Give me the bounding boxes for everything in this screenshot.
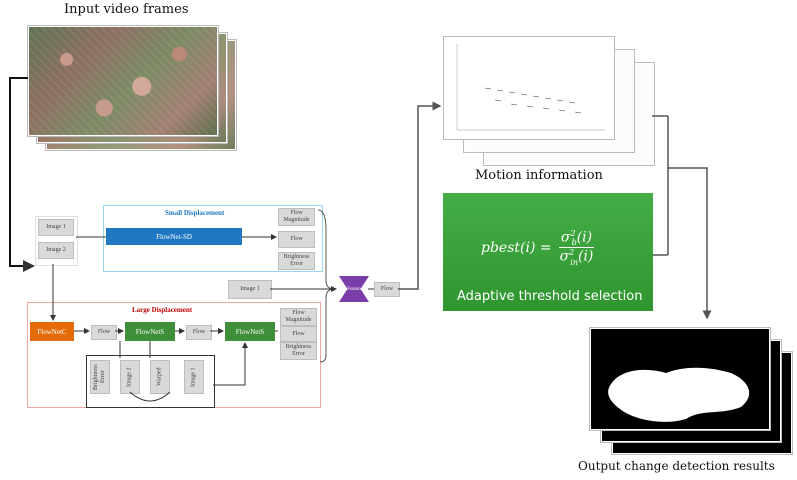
image1-box: Image 1 xyxy=(38,219,74,236)
image2-box: Image 2 xyxy=(38,242,74,259)
lg-flow: Flow xyxy=(280,326,317,342)
sd-flow: Flow xyxy=(278,231,315,248)
output-results-title: Output change detection results xyxy=(578,459,775,473)
input-images-panel xyxy=(35,216,78,266)
motion-information-title: Motion information xyxy=(475,168,603,183)
flownet-s-node-1: FlowNetS xyxy=(125,322,175,341)
change-mask xyxy=(608,367,750,422)
fusion-flow: Flow xyxy=(374,282,400,297)
sd-flow-magnitude: Flow Magnitude xyxy=(278,208,315,226)
threshold-formula: pbest(i) = σ2b(i) σ2in(i) xyxy=(481,229,595,267)
quiver-plot xyxy=(456,44,605,131)
fusion-label: Fusion xyxy=(347,286,361,292)
formula-denominator: σ2in(i) xyxy=(559,248,594,267)
image1-fusion-box: Image 1 xyxy=(228,280,272,299)
formula-numerator: σ2b(i) xyxy=(558,229,595,249)
input-frames-title: Input video frames xyxy=(64,2,189,17)
lg-brightness-error: Brightness Error xyxy=(280,342,317,360)
formula-lhs: pbest(i) = xyxy=(481,239,552,256)
flownet-sd-node: FlowNet-SD xyxy=(106,228,242,245)
lg-flow-1: Flow xyxy=(91,325,117,340)
sd-brightness-error: Brightness Error xyxy=(278,252,315,270)
threshold-title: Adaptive threshold selection xyxy=(457,289,643,304)
lg-flow-2: Flow xyxy=(186,325,212,340)
motion-plot-1 xyxy=(444,37,614,139)
flownet-c-node: FlowNetC xyxy=(30,322,74,341)
input-frame-1 xyxy=(28,26,218,136)
small-displacement-panel xyxy=(103,205,323,272)
lg-flow-magnitude: Flow Magnitude xyxy=(280,308,317,326)
small-displacement-title: Small Displacement xyxy=(165,209,225,217)
formula-fraction: σ2b(i) σ2in(i) xyxy=(558,229,596,267)
flownet-s-node-2: FlowNetS xyxy=(225,322,275,341)
output-mask-1 xyxy=(590,328,770,430)
threshold-box: pbest(i) = σ2b(i) σ2in(i) Adaptive thres… xyxy=(443,193,653,311)
large-displacement-title: Large Displacement xyxy=(132,306,193,314)
